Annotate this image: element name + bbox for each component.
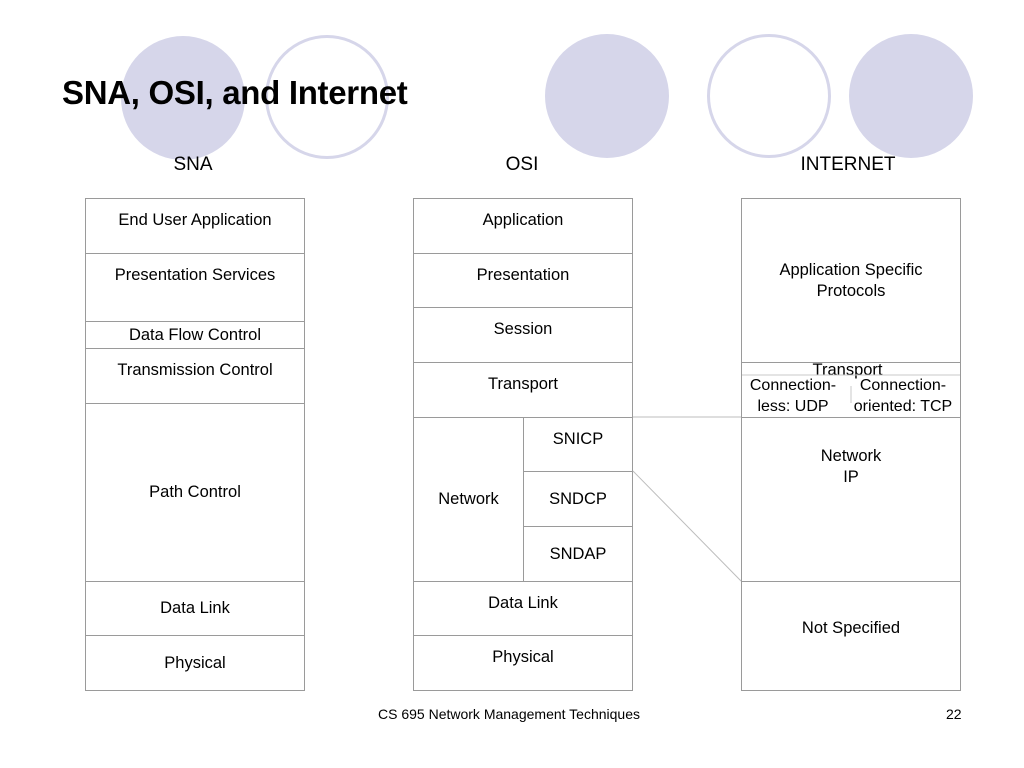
osi-layer-transport: Transport (413, 362, 633, 418)
sna-heading: SNA (173, 154, 213, 175)
sna-layer-path-control: Path Control (85, 403, 305, 582)
sna-layer-end-user-application: End User Application (85, 198, 305, 254)
internet-transport-label: Transport (812, 360, 883, 379)
decor-circle-5 (849, 34, 973, 158)
sna-layer-physical: Physical (85, 635, 305, 691)
slide-title: SNA, OSI, and Internet (62, 74, 408, 111)
footer-course: CS 695 Network Management Techniques (378, 706, 641, 722)
osi-layer-network: Network (413, 417, 524, 582)
sna-layer-presentation-services: Presentation Services (85, 253, 305, 322)
osi-layer-application: Application (413, 198, 633, 254)
internet-heading: INTERNET (800, 154, 896, 175)
internet-layer-network-ip: Network IP (741, 417, 961, 582)
sna-layer-transmission-control: Transmission Control (85, 348, 305, 404)
sna-layer-data-flow-control: Data Flow Control (85, 321, 305, 349)
osi-heading: OSI (505, 154, 539, 175)
decor-circle-3 (545, 34, 669, 158)
osi-sublayer-sndcp: SNDCP (523, 471, 633, 527)
osi-layer-physical: Physical (413, 635, 633, 691)
osi-layer-presentation: Presentation (413, 253, 633, 308)
osi-sublayer-sndap: SNDAP (523, 526, 633, 582)
osi-sublayer-snicp: SNICP (523, 417, 633, 472)
sndcp-to-not-specified-line (632, 470, 742, 582)
internet-layer-application-protocols: Application Specific Protocols (741, 198, 961, 363)
internet-transport-udp: Connection- less: UDP (749, 376, 837, 415)
decor-circle-4 (707, 34, 831, 158)
internet-transport-tcp: Connection- oriented: TCP (853, 376, 953, 415)
internet-layer-not-specified: Not Specified (741, 581, 961, 691)
decor-circle-1 (121, 36, 245, 160)
footer-page-number: 22 (946, 706, 962, 722)
sna-layer-data-link: Data Link (85, 581, 305, 636)
decor-circle-2 (265, 35, 389, 159)
osi-layer-session: Session (413, 307, 633, 363)
osi-layer-data-link: Data Link (413, 581, 633, 636)
